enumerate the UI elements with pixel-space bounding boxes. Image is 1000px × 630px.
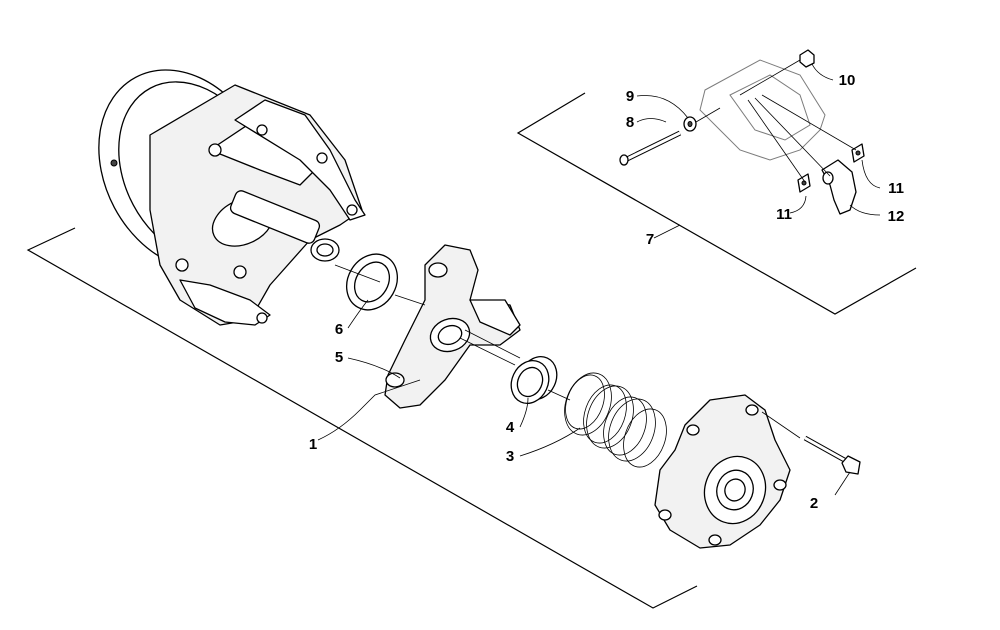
callout-labels: 1 2 3 4 5 6 7 8 9 10 11 11 12 [309, 72, 905, 512]
part-cover-plate [654, 394, 791, 549]
assembly-bracket-7 [516, 92, 917, 315]
part-10-nut [799, 49, 815, 68]
callout-7: 7 [646, 231, 654, 248]
part-11-clip-b [851, 143, 865, 163]
part-2-bolt [803, 435, 861, 475]
callout-6: 6 [335, 321, 343, 338]
callout-1: 1 [309, 436, 317, 453]
leader-lines [317, 63, 881, 496]
callout-12: 12 [888, 208, 905, 225]
part-8-pin [619, 130, 682, 166]
callout-4: 4 [506, 419, 515, 436]
part-6-washer [346, 253, 398, 311]
callout-2: 2 [810, 495, 818, 512]
alignment-lines [334, 59, 857, 439]
callout-11-left: 11 [776, 206, 792, 223]
callout-8: 8 [626, 114, 634, 131]
callout-10: 10 [839, 72, 856, 89]
part-12-flyweight [821, 159, 857, 215]
part-9-washer [683, 116, 697, 132]
part-4-bushing [510, 356, 558, 404]
callout-9: 9 [626, 88, 634, 105]
callout-11-right: 11 [888, 180, 904, 197]
part-clutch-housing [98, 69, 366, 326]
part-3-spring [564, 372, 667, 468]
assembly-bracket-1 [26, 227, 698, 609]
callout-5: 5 [335, 349, 343, 366]
callout-3: 3 [506, 448, 514, 465]
part-7-ghost-bracket [699, 59, 826, 161]
part-5-spider [384, 244, 521, 409]
part-11-clip-a [797, 173, 811, 193]
